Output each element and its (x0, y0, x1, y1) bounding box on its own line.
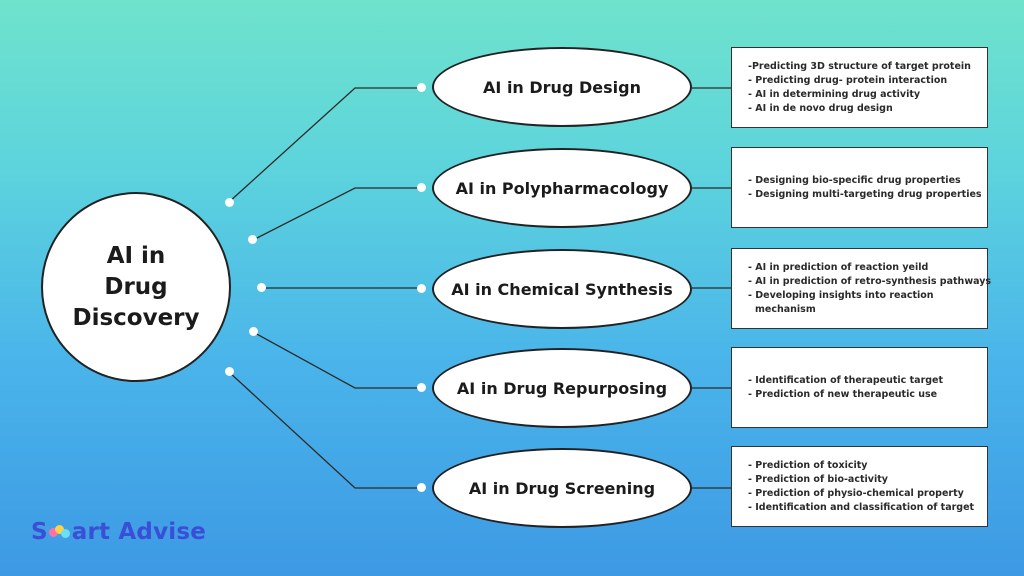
connector-dot (417, 83, 426, 92)
connector-dot (417, 284, 426, 293)
detail-item: - AI in determining drug activity (748, 88, 921, 100)
branch-node-polypharmacology: AI in Polypharmacology (432, 148, 692, 228)
details-box-polypharmacology: - Designing bio-specific drug properties… (731, 147, 988, 228)
connector-dot (248, 235, 257, 244)
detail-item: - Prediction of toxicity (748, 459, 868, 471)
brand-logo[interactable]: S art Advise (31, 519, 206, 545)
detail-item: - AI in prediction of reaction yeild (748, 261, 929, 273)
branch-title: AI in Chemical Synthesis (451, 279, 673, 299)
connector-dot (417, 183, 426, 192)
connector-dot (225, 198, 234, 207)
hub-line-2: Drug (104, 273, 168, 300)
branch-node-drug-screening: AI in Drug Screening (432, 448, 692, 528)
branch-node-chemical-synthesis: AI in Chemical Synthesis (432, 249, 692, 329)
detail-item: - AI in de novo drug design (748, 102, 893, 114)
detail-item: -Predicting 3D structure of target prote… (748, 60, 971, 72)
detail-item: mechanism (755, 303, 816, 315)
detail-item: - Prediction of physio-chemical property (748, 487, 964, 499)
hub-node: AI in Drug Discovery (41, 192, 231, 382)
details-box-drug-design: -Predicting 3D structure of target prote… (731, 47, 988, 128)
detail-item: - Prediction of new therapeutic use (748, 388, 938, 400)
detail-item: - Designing multi-targeting drug propert… (748, 188, 982, 200)
branch-node-drug-repurposing: AI in Drug Repurposing (432, 348, 692, 428)
branch-node-drug-design: AI in Drug Design (432, 47, 692, 127)
detail-item: - Prediction of bio-activity (748, 473, 888, 485)
branch-title: AI in Drug Repurposing (456, 378, 668, 398)
logo-mark-icon (48, 525, 71, 539)
detail-item: - Developing insights into reaction (748, 289, 934, 301)
branch-title: AI in Drug Design (483, 77, 641, 97)
detail-item: - Identification of therapeutic target (748, 374, 944, 386)
details-box-drug-repurposing: - Identification of therapeutic target -… (731, 347, 988, 428)
detail-item: - AI in prediction of retro-synthesis pa… (748, 275, 992, 287)
details-box-chemical-synthesis: - AI in prediction of reaction yeild - A… (731, 248, 992, 329)
logo-text-end: art Advise (71, 519, 207, 545)
connector-dot (417, 383, 426, 392)
hub-connector-line (252, 187, 421, 241)
details-box-drug-screening: - Prediction of toxicity - Prediction of… (731, 446, 988, 527)
connector-dot (257, 283, 266, 292)
hub-connector-line (228, 87, 421, 203)
branch-title: AI in Drug Screening (468, 478, 656, 498)
branch-title: AI in Polypharmacology (455, 178, 669, 198)
hub-connector-line (228, 371, 421, 489)
detail-item: - Identification and classification of t… (748, 501, 975, 513)
connector-dot (225, 367, 234, 376)
connector-dot (249, 327, 258, 336)
logo-text-start: S (31, 519, 48, 545)
detail-item: - Predicting drug- protein interaction (748, 74, 948, 86)
hub-connector-line (252, 331, 421, 389)
detail-item: - Designing bio-specific drug properties (748, 174, 961, 186)
hub-line-1: AI in (106, 242, 166, 269)
hub-line-3: Discovery (72, 304, 200, 331)
connector-dot (417, 483, 426, 492)
